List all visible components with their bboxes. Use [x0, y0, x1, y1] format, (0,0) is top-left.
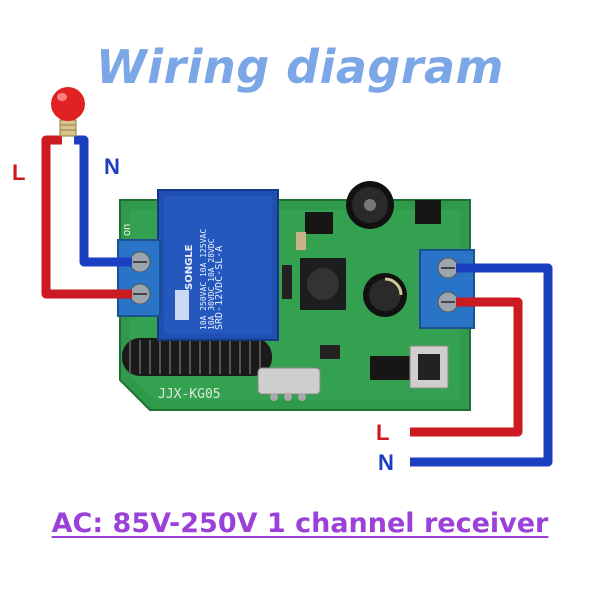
terminal-block-right	[419, 249, 475, 329]
terminal-out-label: on	[121, 224, 133, 236]
left-neutral-label: N	[104, 154, 120, 179]
left-neutral-wire	[79, 150, 132, 267]
ic-chips	[282, 200, 441, 380]
right-live-label: L	[376, 420, 390, 445]
relay-model-text: SRD-12VDC-SL-A	[214, 246, 225, 330]
relay: SRD-12VDC-SL-A 10A 250VAC 10A 125VAC 10A…	[157, 189, 279, 341]
learn-button[interactable]	[409, 345, 449, 389]
relay-brand-text: SONGLE	[184, 244, 195, 290]
capacitor-top	[346, 181, 394, 229]
diagram-title: Wiring diagram	[96, 40, 504, 94]
right-live-wire	[410, 297, 523, 437]
diagram-caption: AC: 85V-250V 1 channel receiver	[51, 508, 549, 539]
capacitor-bottom	[363, 273, 407, 317]
relay-rating-2: 10A 30VDC 10A 28VDC	[207, 238, 216, 330]
lamp-lead-live	[41, 135, 62, 152]
lamp-lead-neutral	[74, 135, 89, 152]
antenna-coil	[122, 338, 272, 376]
board-model-text: JJX-KG05	[158, 387, 221, 402]
crystal	[257, 367, 321, 401]
left-live-label: L	[12, 160, 26, 185]
inductor	[300, 258, 346, 310]
terminal-block-left: on	[117, 224, 161, 317]
right-neutral-label: N	[378, 450, 394, 475]
relay-rating-1: 10A 250VAC 10A 125VAC	[199, 229, 208, 330]
light-bulb-icon	[51, 87, 85, 137]
relay-logo-icon	[175, 290, 189, 320]
right-neutral-wire	[410, 263, 553, 467]
left-live-wire	[41, 150, 132, 299]
